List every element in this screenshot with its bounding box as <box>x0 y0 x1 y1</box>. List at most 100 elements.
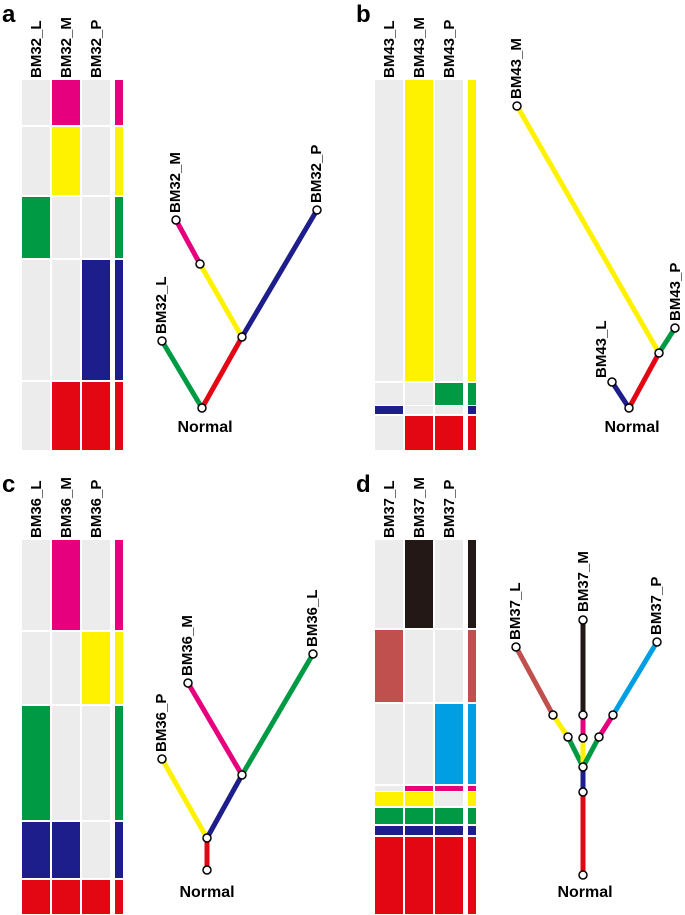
heatmap-cell <box>435 630 463 702</box>
heatmap-cell <box>435 540 463 628</box>
heatmap-cell <box>405 837 433 914</box>
heatmap-cell <box>82 632 110 704</box>
tree-edge <box>609 380 632 410</box>
heatmap-cell <box>375 80 403 381</box>
heatmap-cell <box>82 822 110 878</box>
tree-node <box>511 642 521 652</box>
heatmap-cell <box>435 808 463 824</box>
cluster-strip-segment <box>115 127 123 195</box>
tree-node <box>607 377 617 387</box>
heatmap-cell <box>435 416 463 450</box>
heatmap-cell <box>375 792 403 806</box>
tree-node <box>608 710 618 720</box>
cluster-strip-segment <box>468 80 476 381</box>
panel-letter: a <box>2 1 16 28</box>
heatmap-cell <box>82 540 110 630</box>
tree-node <box>237 770 247 780</box>
heatmap-cell <box>52 127 80 195</box>
heatmap-cell <box>375 416 403 450</box>
tree-node-label: BM43_P <box>667 263 684 321</box>
tree-node-label: BM43_L <box>593 320 610 378</box>
tree-node <box>563 732 573 742</box>
heatmap-cell <box>22 127 50 195</box>
heatmap-cell <box>375 837 403 914</box>
cluster-strip-segment <box>468 826 476 835</box>
heatmap-cell <box>52 80 80 125</box>
cluster-strip-segment <box>468 540 476 628</box>
tree-node <box>512 101 522 111</box>
heatmap-cell <box>52 382 80 450</box>
cluster-heatmap <box>375 80 476 450</box>
tree-edge <box>199 335 245 410</box>
tree-node <box>312 205 322 215</box>
tree-edge <box>173 218 203 266</box>
heatmap-cell <box>405 786 433 791</box>
tree-edge <box>239 652 316 777</box>
cluster-strip-segment <box>468 416 476 450</box>
heatmap-cell <box>435 786 463 791</box>
heatmap-cell <box>435 406 463 414</box>
tree-node <box>654 348 664 358</box>
tree-edge <box>185 681 245 777</box>
cluster-strip-segment <box>115 540 123 630</box>
heatmap-cell <box>375 826 403 835</box>
tree-node <box>183 678 193 688</box>
heatmap-cell <box>435 792 463 806</box>
tree-node <box>624 403 634 413</box>
tree-node-label: BM43_M <box>508 38 525 99</box>
tree-edge <box>159 757 210 840</box>
tree-node-label: BM32_M <box>167 152 184 213</box>
heatmap-cell <box>52 260 80 380</box>
cluster-strip-segment <box>115 880 123 914</box>
heatmap-cell <box>435 704 463 784</box>
cluster-strip-segment <box>468 704 476 784</box>
column-label: BM37_M <box>411 477 428 538</box>
tree-node <box>237 332 247 342</box>
tree-node <box>578 710 588 720</box>
heatmap-cell <box>82 197 110 258</box>
tree-node <box>594 732 604 742</box>
heatmap-cell <box>82 260 110 380</box>
heatmap-cell <box>375 406 403 414</box>
tree-node <box>548 710 558 720</box>
cluster-heatmap <box>375 540 476 914</box>
cluster-strip-segment <box>115 706 123 820</box>
heatmap-cell <box>52 197 80 258</box>
heatmap-cell <box>405 808 433 824</box>
tree-node-label: BM36_P <box>153 694 170 752</box>
tree-edge <box>580 735 602 769</box>
heatmap-cell <box>405 406 433 414</box>
tree-node <box>171 215 181 225</box>
panel-letter: d <box>356 471 371 498</box>
cluster-strip-segment <box>115 632 123 704</box>
cluster-strip-segment <box>468 786 476 791</box>
heatmap-cell <box>52 880 80 914</box>
cluster-strip-segment <box>468 383 476 405</box>
heatmap-cell <box>375 540 403 628</box>
tree-node-label: BM32_L <box>153 276 170 334</box>
tree-node-label: BM36_L <box>304 589 321 647</box>
tree-edge <box>610 640 660 717</box>
tree-node <box>195 259 205 269</box>
column-label: BM36_M <box>58 477 75 538</box>
heatmap-cell <box>22 706 50 820</box>
heatmap-cell <box>22 540 50 630</box>
cluster-strip-segment <box>468 406 476 414</box>
heatmap-cell <box>375 808 403 824</box>
tree-edge <box>159 339 205 410</box>
tree-node <box>197 403 207 413</box>
heatmap-cell <box>405 826 433 835</box>
heatmap-cell <box>375 383 403 405</box>
heatmap-cell <box>405 80 433 381</box>
heatmap-cell <box>405 416 433 450</box>
tree-node <box>670 323 680 333</box>
panel-letter: b <box>356 1 371 28</box>
column-label: BM32_M <box>58 17 75 78</box>
cluster-heatmap <box>22 540 123 914</box>
heatmap-cell <box>52 822 80 878</box>
cluster-strip-segment <box>468 808 476 824</box>
